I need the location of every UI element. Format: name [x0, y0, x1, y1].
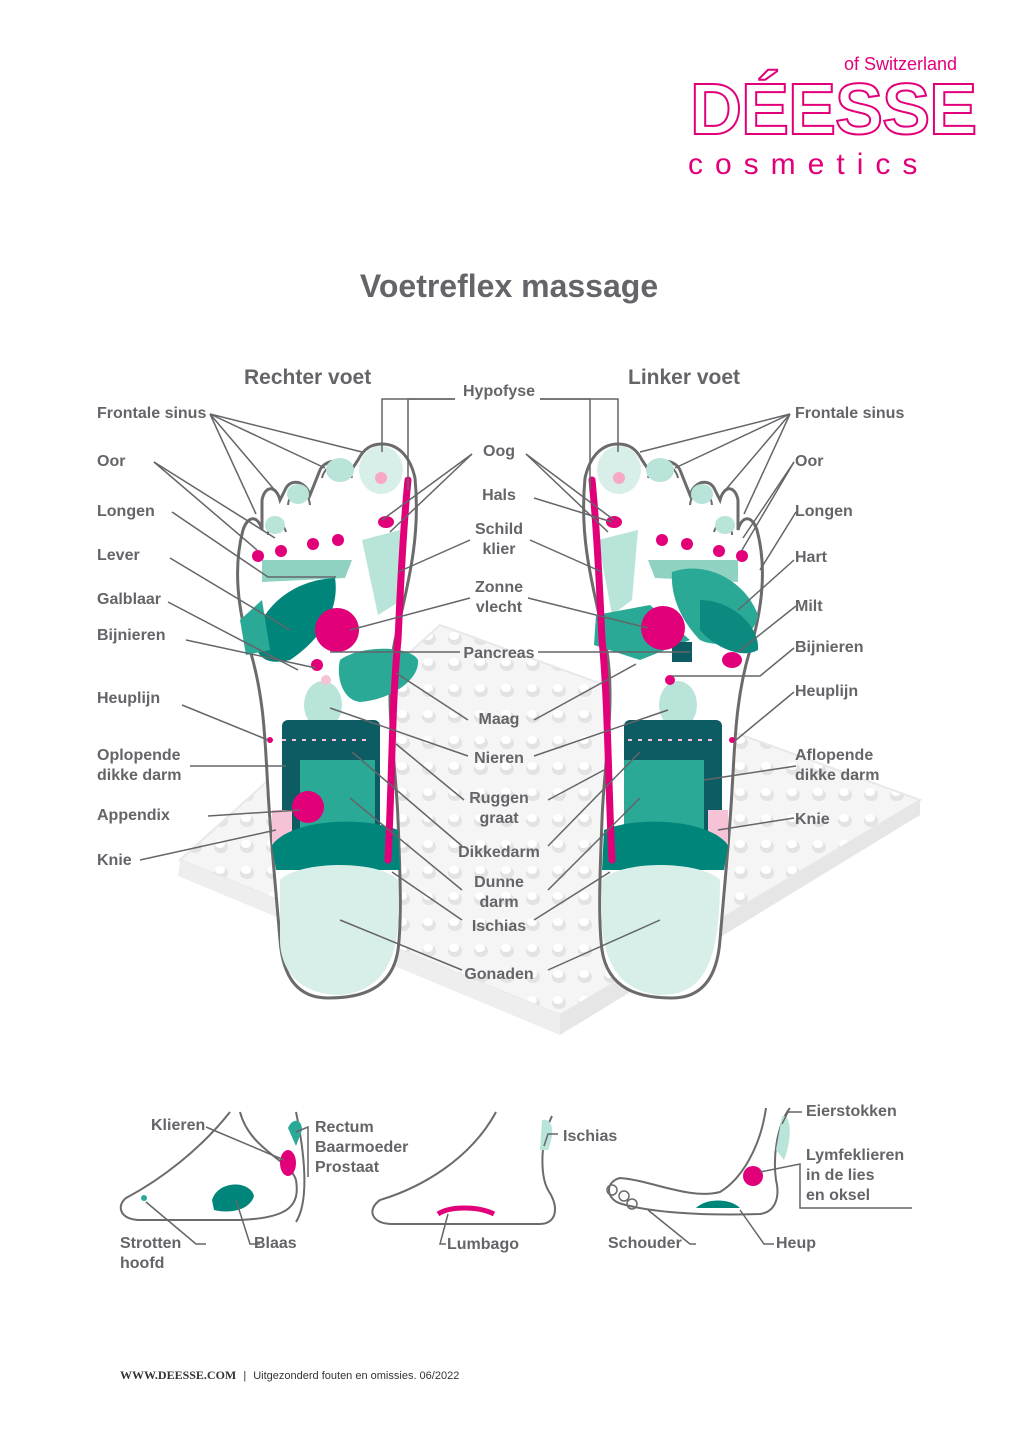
- label-strottenhoofd: Strotten hoofd: [120, 1235, 182, 1272]
- label-hals: Hals: [482, 487, 516, 504]
- label-aflopende-dikke-darm: Aflopende dikke darm: [795, 747, 880, 784]
- label-hypofyse: Hypofyse: [462, 383, 536, 400]
- page-title: Voetreflex massage: [359, 268, 659, 304]
- label-bijnieren-left: Bijnieren: [795, 639, 864, 656]
- label-ischias-side: Ischias: [563, 1128, 618, 1145]
- footer-separator: |: [243, 1370, 247, 1382]
- left-heel-upper: [602, 821, 728, 870]
- label-lumbago: Lumbago: [447, 1236, 519, 1253]
- label-maag: Maag: [478, 711, 520, 728]
- right-foot: [236, 442, 419, 1000]
- logo-wordmark: DÉESSE: [689, 70, 978, 150]
- left-spine-line: [588, 476, 616, 864]
- label-ruggengraat: Ruggen graat: [469, 790, 529, 827]
- logo-tagline: of Switzerland: [844, 54, 958, 74]
- logo-subline: cosmetics: [688, 148, 930, 181]
- left-spleen-zone: [700, 600, 759, 654]
- label-nieren: Nieren: [474, 750, 524, 767]
- right-thyroid-zone: [362, 530, 402, 615]
- label-oor-right: Oor: [97, 453, 126, 470]
- label-lymfeklieren: Lymfeklieren in de lies en oksel: [806, 1147, 905, 1204]
- side-view-outer-foot: [606, 1107, 912, 1245]
- label-blaas: Blaas: [254, 1235, 297, 1252]
- right-appendix: [292, 791, 324, 823]
- footer-website-link[interactable]: WWW.DEESSE.COM: [120, 1368, 237, 1382]
- label-oplopende-dikke-darm: Oplopende dikke darm: [97, 747, 182, 784]
- label-heup: Heup: [776, 1235, 816, 1252]
- label-frontale-sinus-right: Frontale sinus: [97, 405, 207, 422]
- left-kidney: [659, 681, 697, 729]
- label-appendix: Appendix: [97, 807, 170, 824]
- leader-lines: [139, 398, 797, 971]
- label-gonaden: Gonaden: [464, 966, 534, 983]
- left-heel: [601, 865, 720, 995]
- label-hart: Hart: [795, 549, 828, 566]
- label-galblaar: Galblaar: [97, 591, 162, 608]
- label-heuplijn-right: Heuplijn: [97, 690, 161, 707]
- label-oog: Oog: [483, 443, 515, 460]
- right-kidney: [304, 681, 342, 729]
- footer: WWW.DEESSE.COM | Uitgezonderd fouten en …: [120, 1368, 459, 1383]
- left-solar-plexus: [641, 606, 685, 650]
- left-thyroid-zone: [598, 530, 638, 615]
- side-view-inner-ankle: [119, 1111, 309, 1245]
- right-heel-upper: [272, 821, 400, 870]
- label-heuplijn-left: Heuplijn: [795, 683, 859, 700]
- label-longen-left: Longen: [795, 503, 853, 520]
- left-foot: [582, 442, 764, 1000]
- side-view-outer-sole: [371, 1111, 558, 1245]
- label-eierstokken: Eierstokken: [806, 1103, 897, 1120]
- footer-disclaimer: Uitgezonderd fouten en omissies. 06/2022: [253, 1370, 460, 1382]
- label-pancreas: Pancreas: [463, 645, 535, 662]
- right-solar-plexus: [315, 608, 359, 652]
- label-schildklier: Schild klier: [474, 521, 523, 558]
- right-heel: [280, 865, 399, 995]
- right-foot-title: Rechter voet: [244, 366, 372, 389]
- label-rectum: Rectum Baarmoeder Prostaat: [315, 1119, 409, 1176]
- label-knie-left: Knie: [795, 811, 830, 828]
- label-longen-right: Longen: [97, 503, 155, 520]
- right-liver-zone: [255, 578, 336, 662]
- label-bijnieren-right: Bijnieren: [97, 627, 166, 644]
- label-lever: Lever: [97, 547, 140, 564]
- label-frontale-sinus-left: Frontale sinus: [795, 405, 905, 422]
- label-schouder: Schouder: [608, 1235, 682, 1252]
- label-dikkedarm: Dikkedarm: [458, 844, 540, 861]
- label-zonnevlecht: Zonne vlecht: [475, 579, 523, 616]
- label-dunne-darm: Dunne darm: [474, 874, 524, 911]
- label-ischias: Ischias: [471, 918, 527, 935]
- left-foot-title: Linker voet: [628, 366, 741, 389]
- label-knie-right: Knie: [97, 852, 132, 869]
- right-spine-line: [384, 476, 412, 864]
- label-klieren: Klieren: [151, 1117, 206, 1134]
- label-milt: Milt: [795, 598, 823, 615]
- label-oor-left: Oor: [795, 453, 824, 470]
